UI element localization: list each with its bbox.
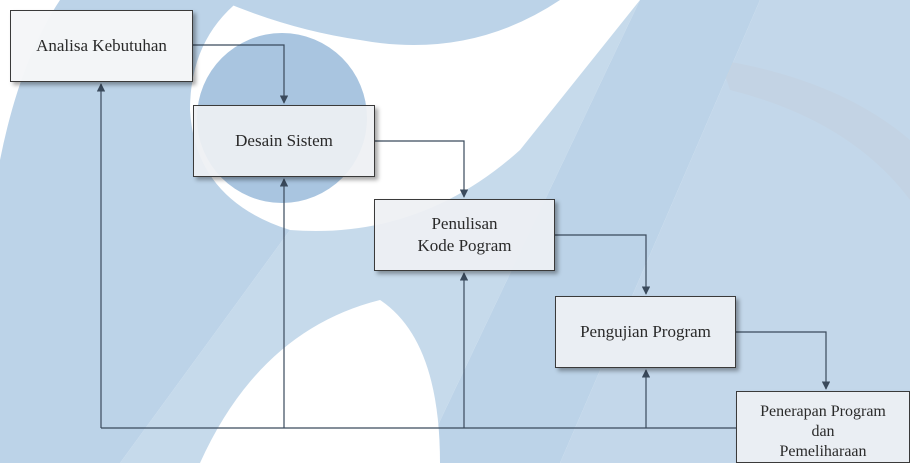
step-label-penerapan-pemeliharaan: Penerapan Program dan Pemeliharaan — [760, 403, 886, 460]
step-box-pengujian-program: Pengujian Program — [555, 296, 736, 368]
watermark-left-band — [0, 0, 290, 463]
step-box-penulisan-kode: Penulisan Kode Pogram — [374, 199, 555, 271]
watermark-diagonal-band — [420, 0, 760, 463]
connector-pengujian-to-penerapan — [736, 331, 831, 390]
step-box-desain-sistem: Desain Sistem — [193, 105, 375, 177]
watermark-center-gap — [200, 300, 440, 463]
connector-penulisan-to-pengujian — [555, 234, 651, 295]
connectors — [96, 44, 831, 429]
watermark-cap-top — [220, 0, 560, 45]
step-label-analisa-kebutuhan: Analisa Kebutuhan — [36, 36, 167, 55]
step-label-desain-sistem: Desain Sistem — [235, 131, 333, 150]
step-label-penulisan-kode: Penulisan Kode Pogram — [417, 214, 512, 255]
step-label-pengujian-program: Pengujian Program — [580, 322, 711, 341]
step-box-penerapan-pemeliharaan: Penerapan Program dan Pemeliharaan — [736, 391, 910, 463]
connector-desain-to-penulisan — [375, 140, 469, 198]
connector-analisa-to-desain — [193, 44, 289, 104]
step-box-analisa-kebutuhan: Analisa Kebutuhan — [10, 10, 193, 82]
